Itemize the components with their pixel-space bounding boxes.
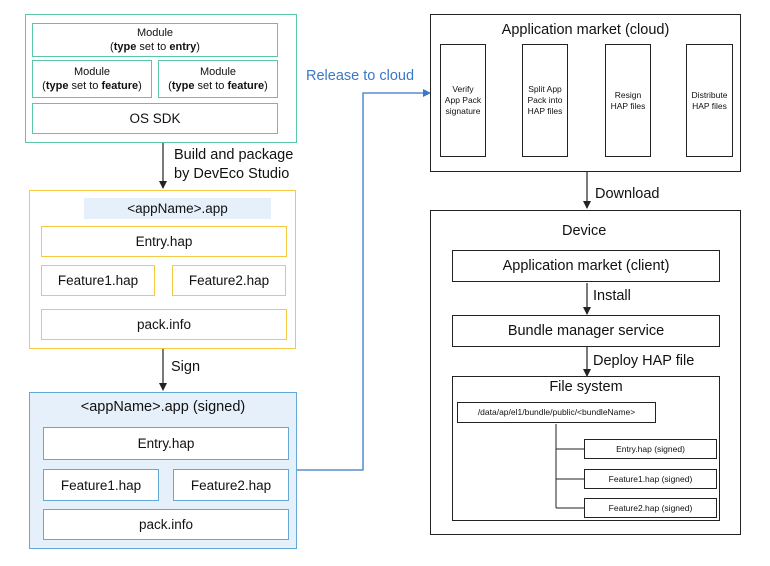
file-tree-lines xyxy=(555,424,584,509)
app-pack-info: pack.info xyxy=(41,309,287,340)
signed-feature2-hap: Feature2.hap xyxy=(173,469,289,501)
cloud-step-resign-line1: Resign xyxy=(614,89,642,100)
release-arrow xyxy=(297,89,431,471)
module-feature-left-type-word: type xyxy=(45,80,69,92)
cloud-step-split-line3: HAP files xyxy=(527,106,563,116)
module-entry-type-word: type xyxy=(113,41,137,53)
market-client-label: Application market (client) xyxy=(502,258,670,274)
os-sdk-box: OS SDK xyxy=(32,103,278,134)
signed-feature2-hap-label: Feature2.hap xyxy=(190,477,272,493)
app-pack-info-label: pack.info xyxy=(136,317,192,332)
module-entry-value: entry xyxy=(169,41,197,53)
app-package-title-text: <appName>.app xyxy=(127,201,228,216)
file-feature1-signed: Feature1.hap (signed) xyxy=(584,469,717,489)
file-entry-signed-label: Entry.hap (signed) xyxy=(616,443,685,454)
module-feature-left-title: Module xyxy=(73,66,111,78)
file-feature2-signed: Feature2.hap (signed) xyxy=(584,498,717,518)
module-feature-left-close: ) xyxy=(138,80,142,92)
signed-feature1-hap-label: Feature1.hap xyxy=(60,477,142,493)
build-step-line2: by DevEco Studio xyxy=(174,166,290,182)
module-feature-right-type-word: type xyxy=(171,80,195,92)
build-step-label: Build and package by DevEco Studio xyxy=(174,146,293,184)
release-step-label: Release to cloud xyxy=(306,68,415,84)
app-package-container xyxy=(29,190,296,349)
app-feature1-hap: Feature1.hap xyxy=(41,265,155,296)
module-feature-right-title: Module xyxy=(199,66,237,78)
market-client-box: Application market (client) xyxy=(452,250,720,282)
cloud-step-distribute-line1: Distribute xyxy=(691,89,728,100)
app-entry-hap: Entry.hap xyxy=(41,226,287,257)
cloud-step-split-line1: Split App xyxy=(528,84,562,94)
module-feature-right-set-to: set to xyxy=(194,80,228,92)
module-feature-left-value: feature xyxy=(101,80,139,92)
cloud-step-verify-line1: Verify xyxy=(452,84,474,94)
cloud-step-distribute-line2: HAP files xyxy=(692,100,727,111)
module-entry-title: Module xyxy=(136,27,174,39)
module-entry-open: ( xyxy=(110,41,114,53)
signed-entry-hap-label: Entry.hap xyxy=(137,436,195,451)
module-feature-left-box: Module (type set to feature) xyxy=(32,60,152,98)
bundle-manager-box: Bundle manager service xyxy=(452,315,720,347)
app-feature1-hap-label: Feature1.hap xyxy=(57,273,139,288)
cloud-market-container xyxy=(430,14,741,172)
module-feature-left-set-to: set to xyxy=(68,80,102,92)
device-title: Device xyxy=(562,223,607,239)
app-feature2-hap: Feature2.hap xyxy=(172,265,286,296)
signed-package-title: <appName>.app (signed) xyxy=(80,399,246,415)
module-feature-left-open: ( xyxy=(42,80,46,92)
module-feature-right-box: Module (type set to feature) xyxy=(158,60,278,98)
module-feature-left-type: (type set to feature) xyxy=(42,79,142,93)
source-modules-container xyxy=(25,14,297,143)
signed-entry-hap: Entry.hap xyxy=(43,427,289,460)
file-feature1-signed-label: Feature1.hap (signed) xyxy=(608,473,693,484)
file-system-title: File system xyxy=(549,379,623,395)
bundle-path-label: /data/ap/el1/bundle/public/<bundleName> xyxy=(477,407,636,417)
install-step-label: Install xyxy=(593,288,631,304)
cloud-step-split-line2: Pack into xyxy=(527,95,563,105)
module-feature-right-value: feature xyxy=(227,80,265,92)
app-feature2-hap-label: Feature2.hap xyxy=(188,273,270,288)
cloud-step-distribute: Distribute HAP files xyxy=(686,44,733,157)
bundle-path-box: /data/ap/el1/bundle/public/<bundleName> xyxy=(457,402,656,423)
file-feature2-signed-label: Feature2.hap (signed) xyxy=(608,502,693,513)
deploy-step-label: Deploy HAP file xyxy=(593,353,695,369)
os-sdk-label: OS SDK xyxy=(129,111,181,126)
signed-pack-info: pack.info xyxy=(43,509,289,540)
module-feature-right-open: ( xyxy=(168,80,172,92)
cloud-step-resign-line2: HAP files xyxy=(610,100,646,111)
module-entry-close: ) xyxy=(196,41,200,53)
app-package-title: <appName>.app xyxy=(84,198,271,219)
file-entry-signed: Entry.hap (signed) xyxy=(584,439,717,459)
device-container xyxy=(430,210,741,535)
bundle-manager-label: Bundle manager service xyxy=(507,323,665,339)
sign-step-label: Sign xyxy=(171,359,201,375)
cloud-step-verify-line3: signature xyxy=(445,106,481,116)
file-system-container xyxy=(452,376,720,521)
module-feature-right-close: ) xyxy=(264,80,268,92)
module-entry-set-to: set to xyxy=(136,41,170,53)
signed-pack-info-label: pack.info xyxy=(138,517,194,532)
cloud-step-split: Split App Pack into HAP files xyxy=(522,44,568,157)
module-feature-right-type: (type set to feature) xyxy=(168,79,268,93)
cloud-market-title: Application market (cloud) xyxy=(501,22,670,38)
app-entry-hap-label: Entry.hap xyxy=(135,234,193,249)
signed-feature1-hap: Feature1.hap xyxy=(43,469,159,501)
build-step-line1: Build and package xyxy=(174,147,294,163)
module-entry-type: (type set to entry) xyxy=(110,40,200,54)
cloud-step-verify: Verify App Pack signature xyxy=(440,44,486,157)
cloud-step-verify-line2: App Pack xyxy=(444,95,482,105)
module-entry-box: Module (type set to entry) xyxy=(32,23,278,57)
download-step-label: Download xyxy=(595,186,660,202)
cloud-step-resign: Resign HAP files xyxy=(605,44,651,157)
